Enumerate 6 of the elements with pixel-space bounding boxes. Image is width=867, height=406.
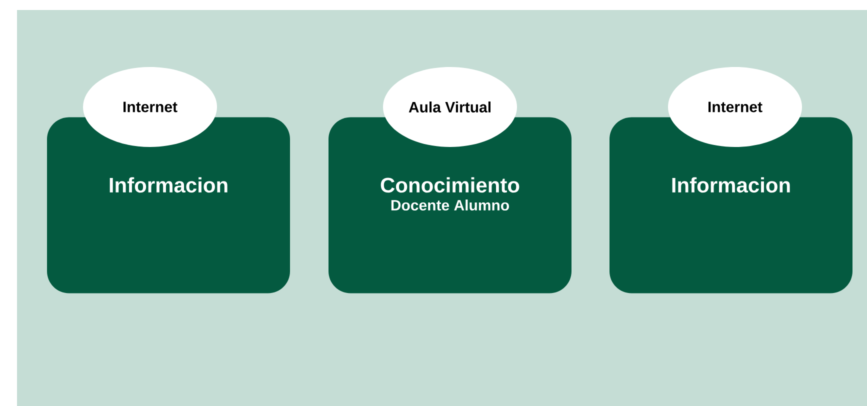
rounded-box: Conocimiento Docente Alumno [328, 117, 572, 294]
rounded-box: Informacion [610, 117, 852, 294]
rounded-box: Informacion [47, 117, 290, 294]
ellipse-label: Internet [668, 67, 802, 147]
ellipse-label: Internet [83, 67, 217, 147]
ellipse-label: Aula Virtual [383, 67, 517, 147]
